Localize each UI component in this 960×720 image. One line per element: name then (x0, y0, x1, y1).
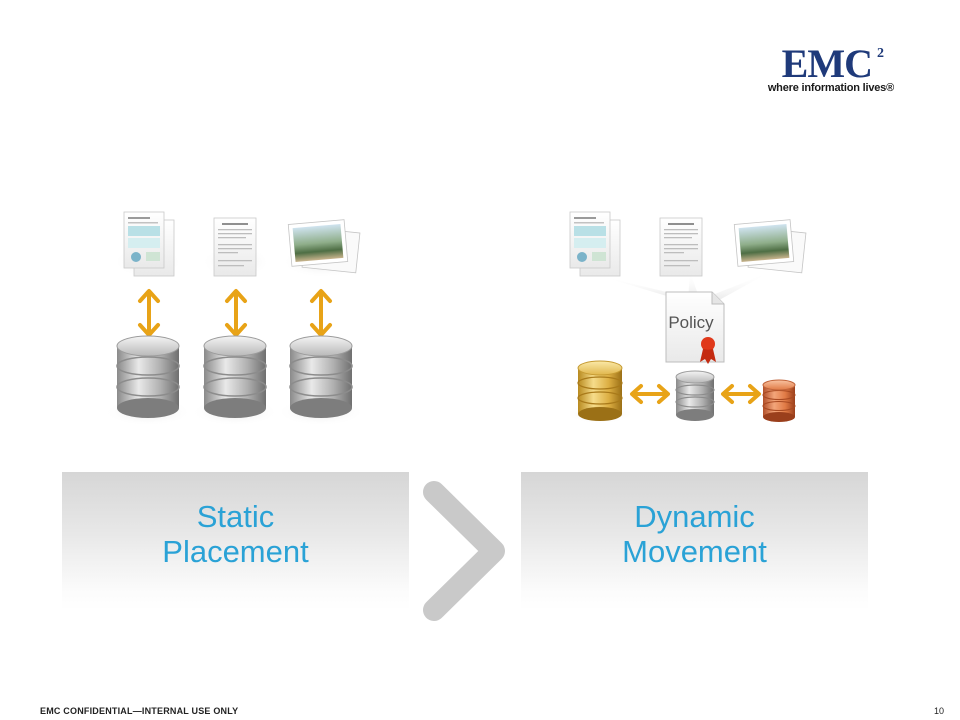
panel-line: Movement (622, 534, 767, 569)
dynamic-movement-panel: Dynamic Movement (521, 472, 868, 610)
database-icon (116, 335, 180, 419)
left-arrows (138, 289, 332, 337)
double-arrow-icon (225, 289, 247, 337)
panel-title: Static Placement (106, 499, 366, 569)
database-icon (289, 335, 353, 419)
double-arrow-icon (310, 289, 332, 337)
policy-document-icon: Policy (665, 291, 725, 364)
right-databases (566, 360, 796, 424)
right-documents (569, 211, 807, 304)
left-databases (104, 335, 365, 426)
static-placement-panel: Static Placement (62, 472, 409, 610)
form-document-icon (213, 217, 257, 277)
report-document-icon (123, 211, 175, 277)
photo-stack-icon (733, 219, 807, 274)
ribbon-seal-icon (701, 337, 715, 351)
horizontal-double-arrow-icon (721, 384, 761, 404)
confidential-footer: EMC CONFIDENTIAL—INTERNAL USE ONLY (40, 706, 239, 716)
form-document-icon (659, 217, 703, 277)
orange-database-icon (762, 379, 796, 423)
double-arrow-icon (138, 289, 160, 337)
report-document-icon (569, 211, 621, 277)
emc-logo: EMC 2 where information lives® (754, 44, 894, 96)
silver-database-icon (675, 370, 715, 422)
panel-line: Dynamic (634, 499, 755, 534)
page-number: 10 (933, 706, 944, 716)
left-documents (114, 211, 362, 278)
logo-superscript: 2 (877, 46, 884, 61)
database-icon (203, 335, 267, 419)
policy-label: Policy (668, 313, 714, 332)
panel-title: Dynamic Movement (565, 499, 825, 569)
horizontal-double-arrow-icon (630, 384, 670, 404)
chevron-right-icon (423, 481, 505, 621)
logo-tagline: where information lives® (767, 82, 894, 94)
logo-word: EMC (781, 41, 873, 86)
panel-line: Placement (162, 534, 309, 569)
photo-stack-icon (287, 219, 361, 274)
gold-database-icon (577, 360, 623, 422)
panel-line: Static (196, 499, 275, 534)
